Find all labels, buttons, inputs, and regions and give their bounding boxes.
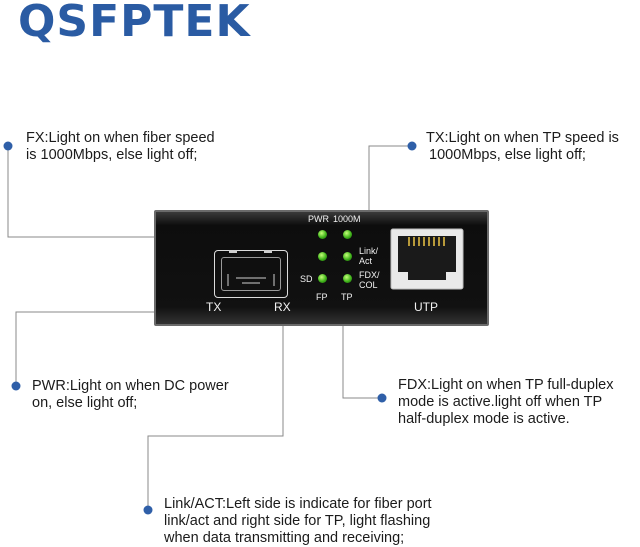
- fdx-dot: [377, 393, 387, 403]
- tx-line-1: TX:Light on when TP speed is: [426, 130, 619, 146]
- fdx-line-2: mode is active.light off when TP: [398, 394, 603, 410]
- fx-dot: [3, 141, 13, 151]
- fdx-col-label: FDX/ COL: [359, 270, 380, 290]
- link-connector: [147, 326, 284, 510]
- link-line-2: link/act and right side for TP, light fl…: [164, 513, 431, 529]
- rx-port-label: RX: [274, 300, 291, 314]
- link-note: Link/ACT:Left side is indicate for fiber…: [164, 496, 432, 547]
- tp-link-led: [343, 252, 352, 261]
- link-act-label: Link/ Act: [359, 246, 378, 266]
- rj45-port: [390, 228, 464, 290]
- fdx-line-3: half-duplex mode is active.: [398, 411, 570, 427]
- fdx-note: FDX:Light on when TP full-duplex mode is…: [398, 377, 613, 428]
- m1000-led: [343, 230, 352, 239]
- tx-line-2: 1000Mbps, else light off;: [429, 147, 586, 163]
- utp-port-label: UTP: [414, 300, 438, 314]
- tx-port-label: TX: [206, 300, 222, 314]
- fdx-connector: [342, 326, 382, 399]
- brand-logo: QSFPTEK: [18, 0, 251, 47]
- pwr-connector: [15, 311, 154, 386]
- fdx-led: [343, 274, 352, 283]
- tx-note: TX:Light on when TP speed is 1000Mbps, e…: [426, 130, 619, 164]
- fp-label: FP: [316, 292, 328, 302]
- fdx-line-1: FDX:Light on when TP full-duplex: [398, 377, 614, 393]
- sfp-port: [214, 249, 288, 298]
- fx-line-1: FX:Light on when fiber speed: [26, 130, 215, 146]
- fx-note: FX:Light on when fiber speed is 1000Mbps…: [26, 130, 215, 164]
- link-act-label-1: Link/: [359, 246, 379, 256]
- link-dot: [143, 505, 153, 515]
- m1000-label: 1000M: [333, 214, 361, 224]
- sd-label: SD: [300, 274, 313, 284]
- link-line-1: Link/ACT:Left side is indicate for fiber…: [164, 496, 432, 512]
- sfp-port-inner: [221, 257, 281, 291]
- link-line-3: when data transmitting and receiving;: [164, 530, 405, 546]
- fp-link-led: [318, 252, 327, 261]
- fdx-col-label-2: COL: [359, 280, 378, 290]
- tp-label: TP: [341, 292, 353, 302]
- pwr-note: PWR:Light on when DC power on, else ligh…: [32, 378, 229, 412]
- link-act-label-2: Act: [359, 256, 373, 266]
- pwr-dot: [11, 381, 21, 391]
- sfp-port-detail: [227, 249, 274, 286]
- pwr-label: PWR: [308, 214, 329, 224]
- tx-connector: [368, 145, 412, 210]
- tx-dot: [407, 141, 417, 151]
- sd-led: [318, 274, 327, 283]
- pwr-line-2: on, else light off;: [32, 395, 138, 411]
- fdx-col-label-1: FDX/: [359, 270, 380, 280]
- fx-connector: [7, 146, 154, 238]
- pwr-led: [318, 230, 327, 239]
- media-converter: TX RX PWR 1000M Link/ Act FDX/ COL SD FP…: [154, 210, 489, 326]
- fx-line-2: is 1000Mbps, else light off;: [26, 147, 198, 163]
- pwr-line-1: PWR:Light on when DC power: [32, 378, 229, 394]
